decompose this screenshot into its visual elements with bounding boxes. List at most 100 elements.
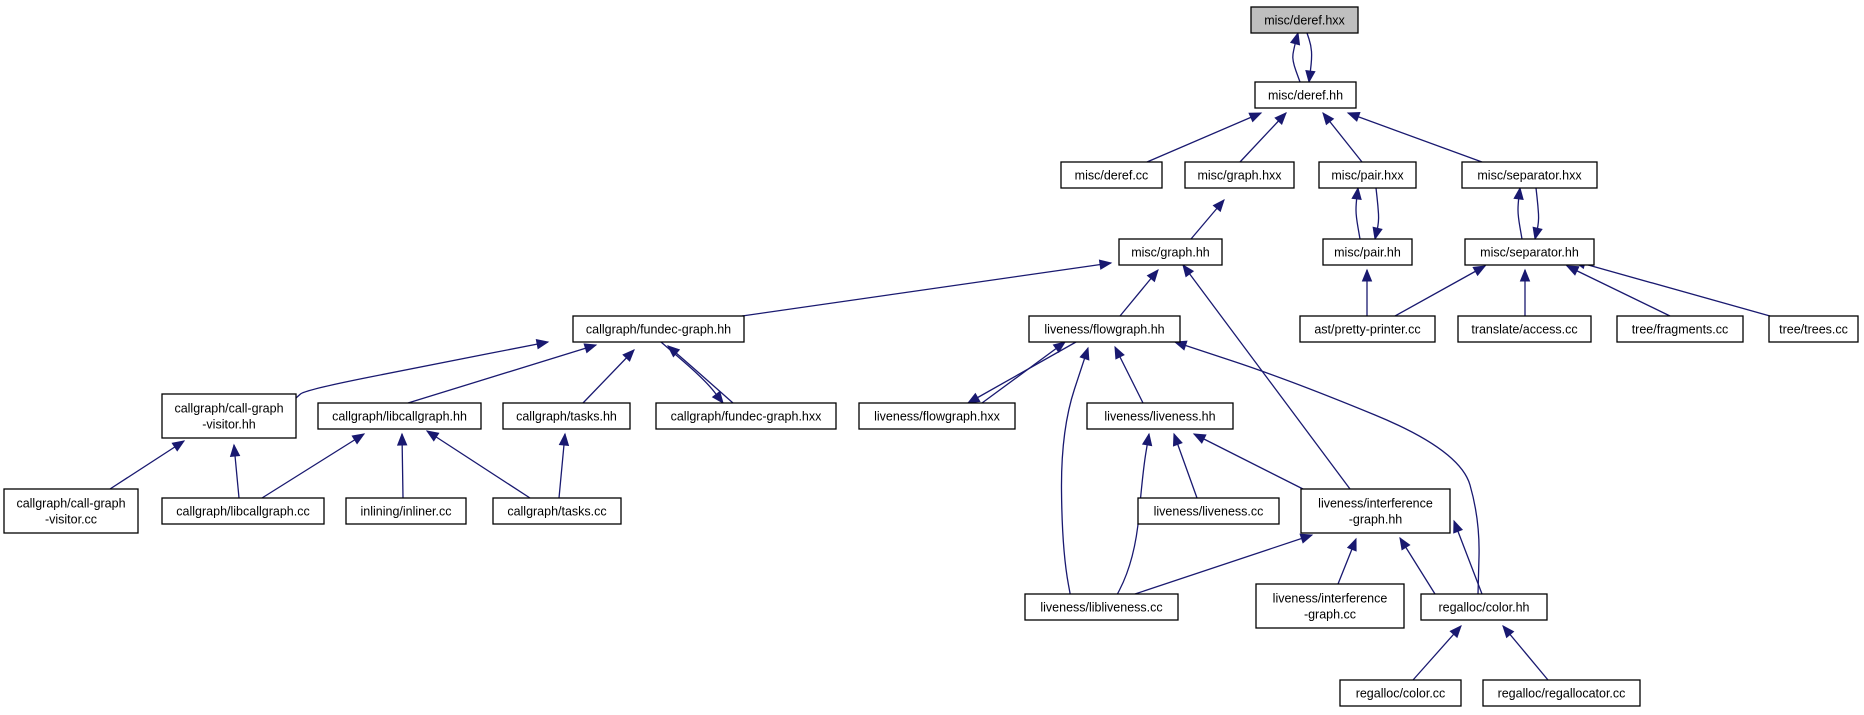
node-label: ast/pretty-printer.cc [1314, 323, 1420, 337]
node-flowgraph-hh[interactable]: liveness/flowgraph.hh [1028, 315, 1181, 343]
arrowhead [171, 440, 186, 452]
arrowhead [1453, 519, 1464, 534]
node-box [1137, 497, 1280, 525]
graph-edges [109, 31, 1771, 681]
node-label: -graph.cc [1304, 608, 1356, 622]
node-box [161, 393, 297, 439]
edge-line [1502, 625, 1549, 681]
arrowhead [1472, 265, 1487, 277]
node-call-graph-visitor-cc[interactable]: callgraph/call-graph -visitor.cc [3, 488, 139, 534]
edge-line [1306, 32, 1313, 83]
node-box [1457, 315, 1592, 343]
node-trees-cc[interactable]: tree/trees.cc [1768, 315, 1859, 343]
node-label: liveness/liveness.cc [1154, 505, 1264, 519]
edge-line [1517, 187, 1523, 240]
edge-line [1174, 341, 1480, 595]
arrowhead [622, 349, 635, 362]
node-liveness-cc[interactable]: liveness/liveness.cc [1137, 497, 1280, 525]
node-regallocator-cc[interactable]: regalloc/regallocator.cc [1482, 679, 1641, 707]
node-label: misc/pair.hh [1334, 246, 1401, 260]
edge-line [1134, 534, 1313, 595]
node-label: inlining/inliner.cc [360, 505, 451, 519]
node-deref-hh[interactable]: misc/deref.hh [1254, 81, 1357, 109]
node-box [1300, 488, 1451, 534]
node-label: -visitor.cc [45, 513, 97, 527]
edge-line [981, 341, 1066, 404]
node-box [1318, 161, 1417, 189]
node-fragments-cc[interactable]: tree/fragments.cc [1616, 315, 1744, 343]
node-fundec-graph-hxx[interactable]: callgraph/fundec-graph.hxx [655, 402, 837, 430]
node-label: liveness/libliveness.cc [1040, 601, 1162, 615]
node-separator-hh[interactable]: misc/separator.hh [1464, 238, 1595, 266]
node-box [655, 402, 837, 430]
arrowhead [1182, 263, 1195, 278]
arrowhead [1519, 268, 1531, 282]
node-box [1184, 161, 1295, 189]
node-box [1339, 679, 1462, 707]
node-label: regalloc/regallocator.cc [1498, 687, 1626, 701]
node-box [1024, 593, 1179, 621]
node-box [317, 402, 482, 430]
node-inliner-cc[interactable]: inlining/inliner.cc [345, 497, 467, 525]
node-liveness-hh[interactable]: liveness/liveness.hh [1086, 402, 1234, 430]
node-color-cc[interactable]: regalloc/color.cc [1339, 679, 1462, 707]
arrowhead [1052, 341, 1067, 354]
node-libcallgraph-cc[interactable]: callgraph/libcallgraph.cc [161, 497, 325, 525]
edge-line [1182, 264, 1351, 490]
node-box [1028, 315, 1181, 343]
arrowhead [667, 345, 681, 358]
node-pair-hxx[interactable]: misc/pair.hxx [1318, 161, 1417, 189]
node-flowgraph-hxx[interactable]: liveness/flowgraph.hxx [858, 402, 1016, 430]
arrowhead [1248, 112, 1263, 123]
node-label: liveness/interference [1273, 592, 1388, 606]
node-label: tree/fragments.cc [1632, 323, 1729, 337]
arrowhead [1513, 186, 1524, 201]
node-libliveness-cc[interactable]: liveness/libliveness.cc [1024, 593, 1179, 621]
node-box [1254, 81, 1357, 109]
node-box [1482, 679, 1641, 707]
node-deref-cc[interactable]: misc/deref.cc [1060, 161, 1163, 189]
node-libcallgraph-hh[interactable]: callgraph/libcallgraph.hh [317, 402, 482, 430]
node-interference-graph-cc[interactable]: liveness/interference -graph.cc [1255, 583, 1405, 629]
node-label: callgraph/call-graph [16, 497, 125, 511]
arrowhead [1305, 69, 1316, 84]
node-interference-graph-hh[interactable]: liveness/interference-graph.hh [1300, 488, 1451, 534]
node-label: regalloc/color.hh [1438, 601, 1529, 615]
edge-line [667, 345, 734, 404]
node-label: regalloc/color.cc [1356, 687, 1446, 701]
node-label: misc/deref.hxx [1264, 14, 1345, 28]
node-separator-hxx[interactable]: misc/separator.hxx [1461, 161, 1598, 189]
node-graph-hxx[interactable]: misc/graph.hxx [1184, 161, 1295, 189]
node-call-graph-visitor-hh[interactable]: callgraph/call-graph-visitor.hh [161, 393, 297, 439]
arrowhead [1173, 340, 1188, 351]
node-fundec-graph-hh[interactable]: callgraph/fundec-graph.hh [572, 315, 745, 343]
node-access-cc[interactable]: translate/access.cc [1457, 315, 1592, 343]
node-tasks-hh[interactable]: callgraph/tasks.hh [502, 402, 631, 430]
node-pretty-printer-cc[interactable]: ast/pretty-printer.cc [1299, 315, 1436, 343]
node-color-hh[interactable]: regalloc/color.hh [1420, 593, 1548, 621]
node-box [502, 402, 631, 430]
edge-line [1534, 187, 1540, 240]
arrowhead [1346, 537, 1357, 552]
arrowhead [1274, 112, 1287, 125]
edge-line [295, 341, 549, 399]
arrowhead [1502, 624, 1515, 639]
node-tasks-cc[interactable]: callgraph/tasks.cc [492, 497, 622, 525]
node-graph-hh[interactable]: misc/graph.hh [1118, 238, 1223, 266]
edge-line [660, 341, 724, 404]
arrowhead [229, 443, 241, 457]
edge-line [1453, 520, 1483, 595]
arrowhead [1289, 31, 1301, 46]
node-box [3, 488, 139, 534]
arrowhead [1172, 432, 1183, 447]
node-deref-hxx[interactable]: misc/deref.hxx [1250, 6, 1359, 34]
edge-line [967, 341, 1077, 404]
arrowhead [1351, 186, 1362, 201]
node-pair-hh[interactable]: misc/pair.hh [1322, 238, 1413, 266]
node-label: callgraph/fundec-graph.hh [586, 323, 731, 337]
arrowhead [425, 430, 440, 442]
node-label: misc/pair.hxx [1331, 169, 1404, 183]
arrowhead [1098, 259, 1113, 270]
arrowhead [1399, 536, 1411, 551]
node-label: liveness/interference [1318, 497, 1433, 511]
